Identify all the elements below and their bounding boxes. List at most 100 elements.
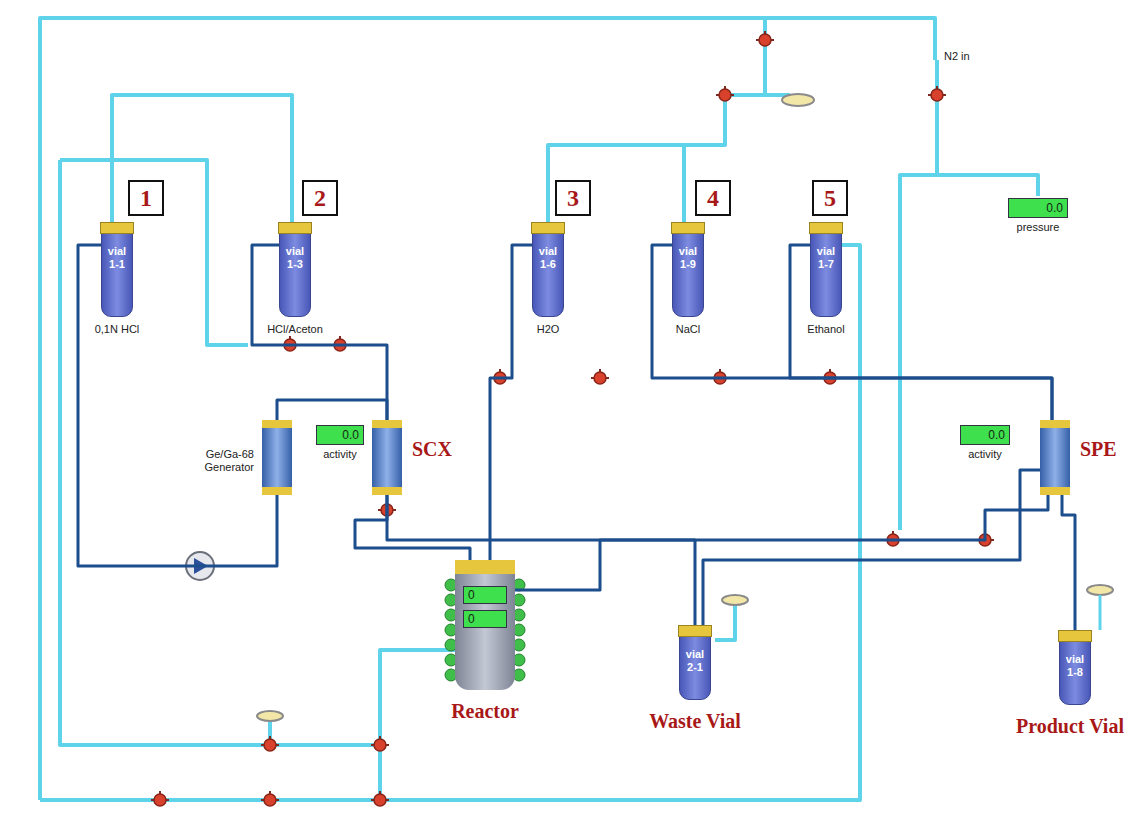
display-label: activity xyxy=(960,448,1010,460)
valve-group xyxy=(151,31,994,806)
fluid-line xyxy=(515,495,1048,590)
generator-label: Ge/Ga-68 Generator xyxy=(186,448,254,474)
display-screen: 0.0 xyxy=(960,425,1010,445)
callout-number: 3 xyxy=(557,182,589,214)
valve-symbol xyxy=(264,739,276,751)
gas-line xyxy=(40,245,860,800)
column-cartridge: Ge/Ga-68 Generator xyxy=(262,420,292,495)
vial-label: vial 2-1 xyxy=(680,648,710,673)
callout-box: 3 xyxy=(555,180,591,216)
callout-box: 1 xyxy=(128,180,164,216)
vial-body: vial 2-1 xyxy=(679,625,711,700)
vial-cap xyxy=(278,222,312,234)
gas-line xyxy=(725,18,765,95)
display-value: 0.0 xyxy=(342,426,359,444)
filter-symbol xyxy=(257,711,283,721)
display-value: 0 xyxy=(468,611,475,627)
filter-symbols xyxy=(257,94,1113,721)
vial-cap xyxy=(100,222,134,234)
fluid-line xyxy=(1062,495,1075,630)
callout-box: 2 xyxy=(302,180,338,216)
vessel-label: Product Vial xyxy=(1013,715,1127,738)
display-screen: 0.0 xyxy=(316,425,364,445)
gas-line xyxy=(937,175,1038,196)
callout-number: 4 xyxy=(697,182,729,214)
vial-label: vial 1-9 xyxy=(673,245,703,270)
fluid-line xyxy=(652,245,1052,420)
fluid-line xyxy=(355,495,470,560)
display-readout: 0.0 activity xyxy=(960,425,1010,460)
valve-symbol xyxy=(264,794,276,806)
valve-symbol xyxy=(374,739,386,751)
callout-number: 2 xyxy=(304,182,336,214)
vessel-label: Reactor xyxy=(451,700,519,723)
vial-body: vial 1-6 xyxy=(532,222,564,317)
valve-symbol xyxy=(759,34,771,46)
display-screen: 0.0 xyxy=(1008,198,1068,218)
reagent-label: Ethanol xyxy=(804,323,848,335)
display-screen: 0 xyxy=(463,586,507,604)
column-label: SCX xyxy=(412,438,452,461)
callout-box: 4 xyxy=(695,180,731,216)
column-cartridge: SPE xyxy=(1040,420,1070,495)
vial-cap xyxy=(531,222,565,234)
callout-box: 5 xyxy=(812,180,848,216)
vial-body: vial 1-1 xyxy=(101,222,133,317)
gas-line xyxy=(40,18,935,800)
fluid-line xyxy=(252,245,387,420)
valve-symbol xyxy=(374,794,386,806)
vial-label: vial 1-3 xyxy=(280,245,310,270)
gas-line xyxy=(60,160,380,800)
reagent-label: HCl/Aceton xyxy=(264,323,326,335)
reagent-label: H2O xyxy=(528,323,568,335)
display-value: 0.0 xyxy=(1046,199,1063,217)
filter-symbol xyxy=(722,595,748,605)
column-label: SPE xyxy=(1080,438,1117,461)
reactor-vessel: 00Reactor xyxy=(425,560,545,723)
reagent-label: 0,1N HCl xyxy=(92,323,143,335)
vial: vial 1-6H2O xyxy=(528,222,568,335)
vial-cap xyxy=(678,625,712,637)
gas-line xyxy=(715,605,735,640)
display-value: 0 xyxy=(468,587,475,603)
gas-line xyxy=(725,93,790,97)
valve-symbol xyxy=(719,89,731,101)
gas-line xyxy=(40,18,1038,800)
display-screen: 0 xyxy=(463,610,507,628)
display-value: 0.0 xyxy=(988,426,1005,444)
vial-label: vial 1-8 xyxy=(1060,653,1090,678)
vial-label: vial 1-6 xyxy=(533,245,563,270)
vessel-label: Waste Vial xyxy=(646,710,744,733)
display-label: pressure xyxy=(1008,221,1068,233)
gas-line xyxy=(1099,595,1102,630)
vial-body: vial 1-7 xyxy=(810,222,842,317)
valve-symbol xyxy=(154,794,166,806)
vial: vial 1-8Product Vial xyxy=(1013,630,1127,738)
display-label: activity xyxy=(316,448,364,460)
port-label: N2 in xyxy=(944,50,970,62)
fluid-line xyxy=(490,245,532,560)
gas-line xyxy=(682,145,686,222)
vial-cap xyxy=(809,222,843,234)
valve-symbol xyxy=(931,89,943,101)
fluid-line xyxy=(277,400,387,420)
vial-body: vial 1-8 xyxy=(1059,630,1091,705)
vial: vial 1-1 0,1N HCl xyxy=(92,222,143,335)
fluid-line xyxy=(703,470,1040,625)
vial-body: vial 1-3 xyxy=(279,222,311,317)
vial-label: vial 1-1 xyxy=(102,245,132,270)
vial: vial 1-7Ethanol xyxy=(804,222,848,335)
display-readout: 0.0 pressure xyxy=(1008,198,1068,233)
filter-symbol xyxy=(782,94,814,106)
vial-cap xyxy=(1058,630,1092,642)
vial-body: vial 1-9 xyxy=(672,222,704,317)
reactor-body: 00 xyxy=(455,560,515,690)
vial: vial 1-3HCl/Aceton xyxy=(264,222,326,335)
vial: vial 1-9NaCl xyxy=(668,222,708,335)
callout-number: 1 xyxy=(130,182,162,214)
vial-label: vial 1-7 xyxy=(811,245,841,270)
fluid-line xyxy=(387,495,695,625)
callout-number: 5 xyxy=(814,182,846,214)
